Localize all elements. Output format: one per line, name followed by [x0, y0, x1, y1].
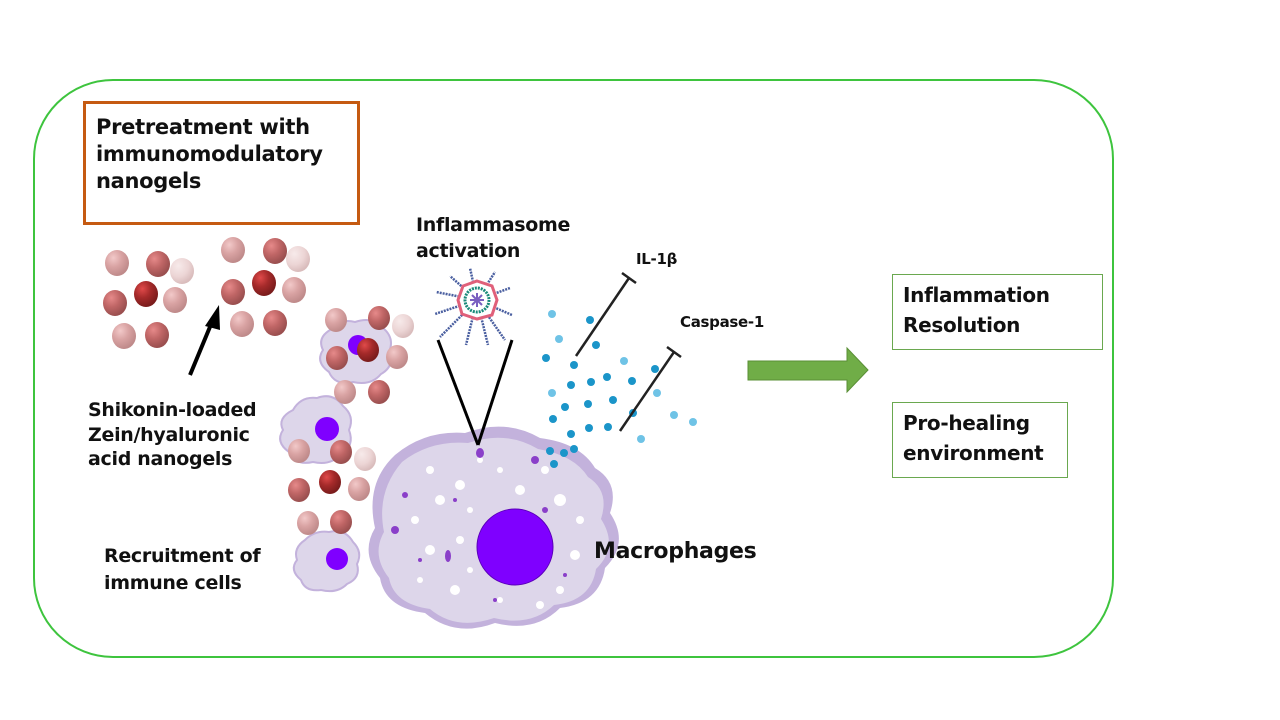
outcome-box-pro-healing: Pro-healing environment — [892, 402, 1068, 478]
nanogel-particle — [319, 470, 341, 494]
pretreatment-title: Pretreatment with immunomodulatory nanog… — [96, 115, 323, 193]
nanogel-particle — [330, 440, 352, 464]
outcome-arrow-icon — [747, 346, 869, 394]
nanogel-particle — [386, 345, 408, 369]
nanogel-particle — [134, 281, 158, 307]
nanogel-label: Shikonin-loaded Zein/hyaluronic acid nan… — [88, 399, 257, 471]
nanogel-particle — [330, 510, 352, 534]
cytokine-particles — [542, 310, 697, 468]
nanogel-particle — [221, 237, 245, 263]
nanogel-particle — [252, 270, 276, 296]
il1b-label: IL-1β — [636, 250, 678, 268]
diagram-frame — [33, 79, 1114, 658]
nanogel-particle — [105, 250, 129, 276]
nanogel-particle — [286, 246, 310, 272]
nanogel-particle — [263, 310, 287, 336]
outcome-box-inflammation-resolution: Inflammation Resolution — [892, 274, 1103, 350]
immune-cell — [292, 530, 361, 593]
nanogel-particle — [357, 338, 379, 362]
activation-lines — [436, 339, 514, 446]
nanogel-particle — [288, 439, 310, 463]
nanogel-particle — [368, 306, 390, 330]
caspase-inhibition-icon — [618, 345, 682, 432]
nanogel-particle — [263, 238, 287, 264]
nanogel-particle — [146, 251, 170, 277]
nanogel-particle — [221, 279, 245, 305]
nanogel-particle — [230, 311, 254, 337]
nanogel-particle — [112, 323, 136, 349]
nanogel-particle — [163, 287, 187, 313]
inflammasome-label: Inflammasome activation — [416, 214, 571, 262]
nanogel-cluster-2 — [221, 237, 310, 337]
outcome-label: Pro-healing environment — [903, 411, 1044, 465]
nanogel-particle — [368, 380, 390, 404]
macrophage-label: Macrophages — [594, 539, 757, 564]
nanogel-particle — [354, 447, 376, 471]
nanogel-particle — [348, 477, 370, 501]
nanogel-particle — [325, 308, 347, 332]
nanogel-particle — [288, 478, 310, 502]
nanogel-particle — [334, 380, 356, 404]
caspase-label: Caspase-1 — [680, 313, 764, 331]
nanogel-particle — [145, 322, 169, 348]
nanogel-particle — [326, 346, 348, 370]
nanogel-particle — [392, 314, 414, 338]
nanogel-particle — [103, 290, 127, 316]
nanogel-particle — [170, 258, 194, 284]
pretreatment-title-box: Pretreatment with immunomodulatory nanog… — [83, 101, 360, 225]
uptake-arrow — [188, 305, 220, 376]
nanogel-particle — [282, 277, 306, 303]
il1b-inhibition-icon — [574, 271, 637, 357]
nanogel-particle — [297, 511, 319, 535]
nanogel-cluster-1 — [103, 250, 194, 349]
inflammasome-icon — [434, 267, 513, 346]
outcome-label: Inflammation Resolution — [903, 283, 1050, 337]
macrophage-cell — [368, 426, 619, 629]
recruitment-label: Recruitment of immune cells — [104, 545, 261, 594]
nanogel-column — [288, 306, 414, 535]
